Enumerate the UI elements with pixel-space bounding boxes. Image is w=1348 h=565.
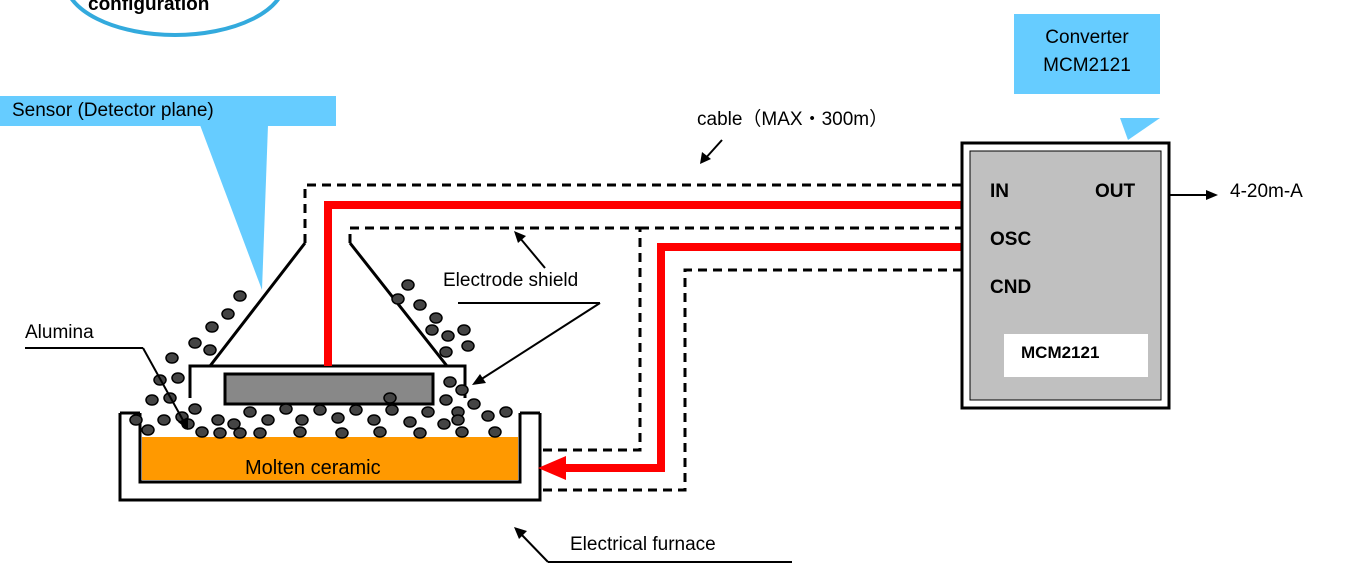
furnace-arrowhead (514, 527, 527, 539)
alumina-bead (188, 403, 202, 415)
cable-pointer-arrowhead (700, 152, 711, 164)
output-arrowhead (1206, 190, 1218, 200)
alumina-bead (171, 372, 185, 384)
alumina-bead (221, 308, 235, 320)
alumina-bead (443, 376, 457, 388)
furnace-arrow (519, 532, 549, 563)
signal-line-osc (565, 243, 962, 472)
alumina-bead (335, 427, 349, 439)
terminal-in-label: IN (990, 181, 1009, 202)
sensor-callout-pointer (200, 125, 268, 290)
configuration-title-fragment: configuration (88, 0, 210, 15)
alumina-bead (455, 384, 469, 396)
alumina-bead (205, 321, 219, 333)
alumina-bead (213, 427, 227, 439)
converter-callout: Converter MCM2121 (1014, 14, 1160, 94)
alumina-bead (261, 414, 275, 426)
alumina-bead (439, 394, 453, 406)
alumina-bead (451, 414, 465, 426)
alumina-bead (313, 404, 327, 416)
alumina-bead (295, 414, 309, 426)
alumina-bead (401, 279, 415, 291)
alumina-bead (403, 416, 417, 428)
cable-shield-lower (540, 268, 962, 492)
converter-callout-line2: MCM2121 (1043, 55, 1131, 76)
alumina-bead (461, 340, 475, 352)
alumina-bead (437, 418, 451, 430)
electrode-shield-arrow (519, 237, 546, 269)
configuration-bubble (70, 0, 280, 37)
alumina-bead (243, 406, 257, 418)
alumina-bead (227, 418, 241, 430)
converter-callout-pointer (1120, 118, 1160, 140)
alumina-bead (141, 424, 155, 436)
converter-model-label: MCM2121 (1021, 343, 1100, 362)
alumina-bead (499, 406, 513, 418)
alumina-bead (383, 392, 397, 404)
electrical-furnace-inner (138, 413, 522, 484)
alumina-bead (233, 427, 247, 439)
alumina-bead (157, 414, 171, 426)
electrode-shield-arrow-2 (479, 302, 601, 381)
alumina-arrowhead (178, 417, 188, 430)
molten-ceramic-pool (142, 437, 518, 480)
alumina-bead (441, 330, 455, 342)
electrical-furnace-outline (118, 413, 542, 502)
alumina-bead (481, 410, 495, 422)
terminal-osc-label: OSC (990, 229, 1032, 250)
converter-model-plate (1004, 334, 1148, 377)
alumina-bead (165, 352, 179, 364)
alumina-bead (425, 324, 439, 336)
alumina-label: Alumina (25, 322, 94, 343)
alumina-bead (367, 414, 381, 426)
alumina-bead (188, 337, 202, 349)
output-signal-label: 4-20m-A (1230, 181, 1303, 202)
cable-shield-outer (303, 183, 962, 243)
alumina-bead (421, 406, 435, 418)
alumina-bead (233, 290, 247, 302)
alumina-bead (455, 426, 469, 438)
alumina-bead (391, 293, 405, 305)
detector-plate (223, 372, 435, 406)
electrode-shield-arrowhead (514, 231, 526, 243)
alumina-bead (349, 404, 363, 416)
alumina-bead (129, 414, 143, 426)
alumina-bead (439, 346, 453, 358)
electrode-shield-arrowhead-2 (472, 374, 486, 385)
alumina-bead (211, 414, 225, 426)
alumina-bead (413, 299, 427, 311)
terminal-cnd-label: CND (990, 277, 1032, 298)
electrode-shield-line (348, 226, 642, 452)
alumina-arrow (142, 347, 185, 423)
alumina-bead (279, 403, 293, 415)
molten-ceramic-label: Molten ceramic (245, 457, 381, 479)
alumina-beads (129, 279, 513, 439)
alumina-bead (467, 398, 481, 410)
alumina-bead (457, 324, 471, 336)
electrode-shield-label: Electrode shield (443, 270, 579, 291)
electrical-furnace-label: Electrical furnace (570, 534, 716, 555)
alumina-bead (195, 426, 209, 438)
alumina-bead (373, 426, 387, 438)
alumina-bead (385, 404, 399, 416)
converter-callout-line1: Converter (1045, 27, 1129, 48)
alumina-bead (488, 426, 502, 438)
sensor-callout: Sensor (Detector plane) (0, 96, 336, 126)
alumina-bead (429, 312, 443, 324)
alumina-bead (413, 427, 427, 439)
alumina-bead (253, 427, 267, 439)
terminal-out-label: OUT (1095, 181, 1136, 202)
alumina-bead (331, 412, 345, 424)
signal-line-in (324, 201, 962, 366)
signal-arrowhead (538, 456, 566, 480)
cable-label: cable（MAX・300m） (697, 109, 889, 130)
alumina-bead (203, 344, 217, 356)
alumina-bead (145, 394, 159, 406)
alumina-bead (293, 426, 307, 438)
